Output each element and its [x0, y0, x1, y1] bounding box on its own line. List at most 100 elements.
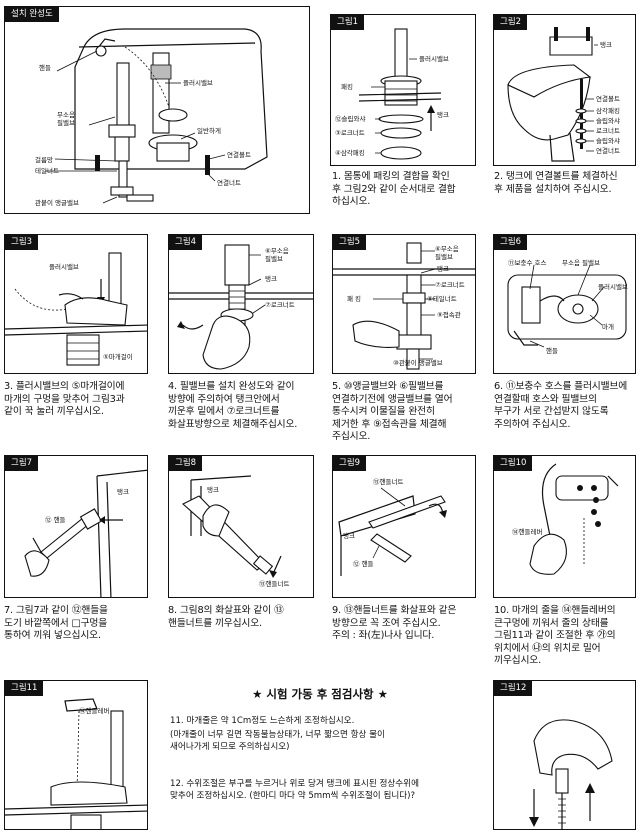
fig4-panel: 그림4 ⑥무소음 필밸브 탱크 ⑦로크너트 — [168, 234, 314, 374]
fig9-label-handle-nut: ⑬핸들너트 — [373, 478, 404, 486]
fig8-tag: 그림8 — [169, 456, 203, 471]
fig5-label-tank: 탱크 — [437, 265, 449, 273]
fig2-label-tank: 탱크 — [600, 41, 612, 49]
fig6-caption: 6. ⑪보충수 호스를 플러시밸브에 연결할때 호스와 필밸브의 부구가 서로 … — [494, 381, 628, 430]
fig9-label-tank: 탱크 — [343, 532, 355, 540]
fig11-illustration — [5, 698, 147, 829]
fig10-tag: 그림10 — [494, 456, 533, 471]
fig7-panel: 그림7 탱크 ⑫ 핸들 — [4, 455, 148, 598]
fig3-panel: 그림3 플러시밸브 ⑤마개걸이 — [4, 234, 148, 374]
checklist-item-11: 11. 마개줄은 약 1Cm정도 느슨하게 조정하십시오. — [170, 716, 355, 726]
checklist-title: ★ 시험 가동 후 점검사항 ★ — [252, 687, 388, 701]
fig6-label-handle: 핸들 — [546, 347, 558, 355]
fig8-label-handle-nut: ⑬핸들너트 — [259, 580, 290, 588]
fig12-illustration — [529, 719, 613, 829]
fig11-label-handle-lever: ⑭핸들레버 — [79, 707, 110, 715]
overview-label-overflow: 일반하게 — [197, 127, 221, 135]
fig10-panel: 그림10 ⑭핸들레버 — [493, 455, 636, 598]
fig11-panel: 그림11 ⑭핸들레버 — [4, 680, 148, 830]
fig2-label-connect-nut: 연결너트 — [596, 147, 620, 155]
overview-label-noise-valve: 무소음 필밸브 — [57, 111, 75, 127]
fig1-tag: 그림1 — [331, 15, 365, 30]
fig3-illustration — [5, 252, 147, 366]
fig9-caption: 9. ⑬핸들너트를 화살표와 같은 방향으로 꼭 조여 주십시오. 주의 : 좌… — [332, 605, 457, 642]
fig6-tag: 그림6 — [494, 235, 528, 250]
overview-illustration — [45, 28, 268, 204]
fig5-label-noise-valve: ⑥무소음 필밸브 — [435, 245, 459, 261]
fig4-caption: 4. 필밸브를 설치 완성도와 같이 방향에 주의하여 탱크안에서 끼운후 밑에… — [168, 381, 298, 430]
overview-label-connect-bolt: 연결볼트 — [227, 151, 251, 159]
fig4-label-lock-nut: ⑦로크너트 — [265, 301, 295, 309]
fig2-caption: 2. 탱크에 연결볼트를 체결하신 후 제품을 설치하여 주십시오. — [494, 171, 618, 195]
fig8-label-tank: 탱크 — [207, 486, 219, 494]
fig5-caption: 5. ⑩앵글밸브와 ⑥필밸브를 연결하기전에 앵글밸브를 열어 통수시켜 이물질… — [332, 381, 453, 443]
fig6-label-noise-valve: 무소음 필밸브 — [562, 259, 600, 267]
fig1-label-flush-valve: 플러시밸브 — [419, 55, 449, 63]
fig6-label-flush-valve: 플러시밸브 — [598, 283, 628, 291]
fig3-label-chain-hook: ⑤마개걸이 — [103, 353, 133, 361]
fig2-illustration — [507, 27, 598, 162]
fig1-illustration — [358, 28, 442, 160]
fig10-caption: 10. 마개의 줄을 ⑭핸들레버의 큰구멍에 끼워서 줄의 상태를 그림11과 … — [494, 605, 616, 667]
fig5-label-connect-pipe: ⑨접속관 — [437, 311, 461, 319]
fig2-label-connect-bolt: 연결볼트 — [596, 95, 620, 103]
overview-panel: 설치 완성도 핸들 — [4, 6, 310, 214]
checklist-section: ★ 시험 가동 후 점검사항 ★ 11. 마개줄은 약 1Cm정도 느슨하게 조… — [160, 680, 480, 830]
fig7-label-handle: ⑫ 핸들 — [45, 516, 66, 524]
checklist-item-12: 12. 수위조절은 부구를 누르거나 위로 당겨 탱크에 표시된 정상수위에 맞… — [170, 779, 419, 802]
fig9-panel: 그림9 ⑬핸들너트 탱크 ⑫ 핸들 — [332, 455, 476, 598]
fig5-label-packing: 패 킹 — [347, 295, 362, 303]
fig5-tag: 그림5 — [333, 235, 367, 250]
fig7-caption: 7. 그림7과 같이 ⑫핸들을 도기 바깥쪽에서 □구멍을 통하여 끼워 넣으십… — [4, 605, 108, 642]
fig4-illustration — [169, 244, 313, 370]
fig8-illustration — [182, 475, 282, 578]
fig1-label-tank: 탱크 — [437, 111, 449, 119]
overview-label-flush-valve: 플러시밸브 — [183, 79, 213, 87]
fig7-illustration — [24, 469, 147, 597]
overview-tag: 설치 완성도 — [5, 7, 59, 22]
fig7-label-tank: 탱크 — [117, 488, 129, 496]
fig5-label-tail-nut: ⑧테일너트 — [427, 295, 457, 303]
fig9-tag: 그림9 — [333, 456, 367, 471]
fig5-label-lock-nut: ⑦로크너트 — [435, 281, 465, 289]
fig2-label-slip-washer: 슬립와샤 — [596, 117, 620, 125]
fig8-caption: 8. 그림8의 화살표와 같이 ⑬ 핸들너트를 끼우십시오. — [168, 605, 284, 629]
fig4-label-noise-valve: ⑥무소음 필밸브 — [265, 247, 289, 263]
fig5-illustration — [333, 242, 475, 370]
fig9-illustration — [338, 487, 447, 576]
fig1-label-lock-nut: ③로크너트 — [335, 129, 365, 137]
fig5-panel: 그림5 ⑥무소음 필밸브 탱크 ⑦로크너트 ⑧테일너트 패 킹 ⑨접속관 ⑩관붙… — [332, 234, 476, 374]
fig12-tag: 그림12 — [494, 681, 533, 696]
fig6-illustration — [507, 264, 627, 348]
overview-label-connect-nut: 연결너트 — [217, 179, 241, 187]
fig10-label-handle-lever: ⑭핸들레버 — [512, 528, 543, 536]
fig2-tag: 그림2 — [494, 15, 528, 30]
checklist-item-11-note: (마개줄이 너무 길면 작동불능상태가, 너무 짧으면 항상 물이 새어나가게 … — [170, 730, 385, 753]
fig4-tag: 그림4 — [169, 235, 203, 250]
fig1-label-slip-washer: ⑫슬립와샤 — [335, 115, 366, 123]
fig12-panel: 그림12 — [493, 680, 636, 830]
overview-label-tail-nut: 테일너트 — [35, 167, 59, 175]
fig8-panel: 그림8 탱크 ⑬핸들너트 — [168, 455, 314, 598]
fig3-caption: 3. 플러시밸브의 ⑤마개걸이에 마개의 구멍을 맞추어 그림3과 같이 꾹 눌… — [4, 381, 125, 418]
fig3-label-flush-valve: 플러시밸브 — [49, 263, 79, 271]
fig5-label-angle-valve: ⑩관붙이 앵글밸브 — [393, 359, 443, 367]
fig2-label-slip-washer2: 슬립와샤 — [596, 137, 620, 145]
fig6-panel: 그림6 ⑪보충수 호스 무소음 필밸브 플러시밸브 마개 핸들 — [493, 234, 636, 374]
fig4-label-tank: 탱크 — [265, 275, 277, 283]
fig3-tag: 그림3 — [5, 235, 39, 250]
fig1-label-packing: 패킹 — [341, 83, 353, 91]
fig9-label-handle: ⑫ 핸들 — [353, 560, 374, 568]
overview-label-angle-valve: 관붙이 앵글밸브 — [35, 199, 79, 207]
fig2-panel: 그림2 탱크 연결볼트 삼각패킹 슬립와샤 로크너트 슬립와샤 연결너트 — [493, 14, 636, 166]
fig7-tag: 그림7 — [5, 456, 39, 471]
fig2-label-tri-packing: 삼각패킹 — [596, 107, 620, 115]
fig1-panel: 그림1 플러시밸브 패킹 탱크 ⑫슬립와샤 ③로크너트 ④삼각패킹 — [330, 14, 476, 166]
fig2-label-lock-nut: 로크너트 — [596, 127, 620, 135]
fig6-label-refill-hose: ⑪보충수 호스 — [508, 259, 547, 267]
overview-label-bushing: 걸름망 — [35, 156, 53, 164]
overview-label-handle: 핸들 — [39, 64, 51, 72]
fig10-illustration — [529, 463, 619, 575]
fig11-tag: 그림11 — [5, 681, 44, 696]
fig1-label-tri-packing: ④삼각패킹 — [335, 149, 365, 157]
